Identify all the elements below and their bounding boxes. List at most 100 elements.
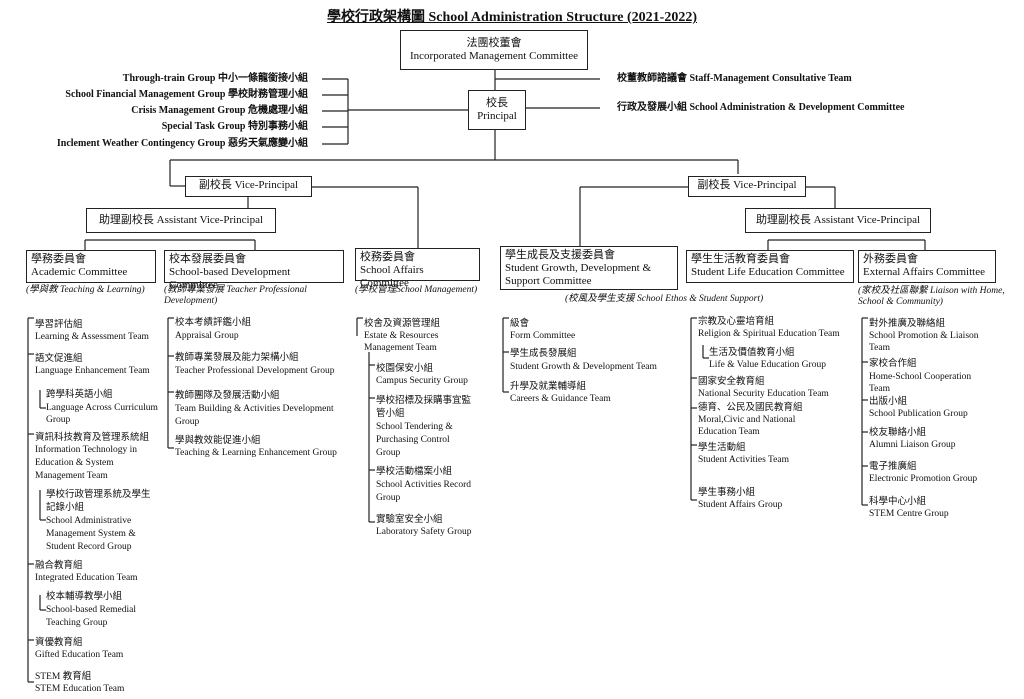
group-through-train: Through-train Group 中小一條龍銜接小組	[122, 73, 308, 84]
list-item: 校舍及資源管理組	[364, 319, 441, 329]
list-item: School Activities Record	[376, 480, 471, 490]
vice-principal-left: 副校長 Vice-Principal	[185, 176, 312, 197]
list-item: STEM 教育組	[35, 672, 92, 682]
list-item: 學習評估組	[35, 320, 83, 330]
assistant-vp-left: 助理副校長 Assistant Vice-Principal	[86, 208, 276, 233]
list-item: 跨學科英語小組	[46, 390, 113, 400]
note-external: (家校及社區聯繫 Liaison with Home, School & Com…	[858, 286, 1005, 307]
group-special-task: Special Task Group 特別事務小組	[161, 121, 308, 132]
list-item: School Publication Group	[869, 409, 968, 419]
note-student-growth: (校風及學生支援 School Ethos & Student Support)	[565, 294, 764, 304]
list-item: Alumni Liaison Group	[869, 440, 956, 450]
list-item: Integrated Education Team	[35, 573, 138, 583]
committee-zh: 校本發展委員會	[169, 253, 246, 265]
list-item: Group	[376, 493, 401, 503]
group-staff-management: 校董教師諮議會 Staff-Management Consultative Te…	[617, 73, 852, 84]
list-item: Appraisal Group	[175, 331, 239, 341]
list-item: 對外推廣及聯絡組	[869, 319, 946, 329]
group-admin-development: 行政及發展小組 School Administration & Developm…	[617, 102, 905, 113]
list-item: Education Team	[698, 427, 760, 437]
list-item: Management System &	[46, 529, 136, 539]
list-item: 升學及就業輔導組	[510, 382, 587, 392]
committee-zh: 學生成長及支援委員會	[505, 249, 615, 261]
list-item: Team Building & Activities Development	[175, 404, 334, 414]
list-item: Student Affairs Group	[698, 500, 783, 510]
committee-external-affairs: 外務委員會 External Affairs Committee	[858, 250, 996, 283]
list-item: 出版小組	[869, 397, 908, 407]
list-item: 科學中心小組	[869, 497, 927, 507]
list-item: 家校合作組	[869, 359, 917, 369]
committee-zh: 學生生活教育委員會	[691, 253, 790, 265]
principal-label-en: Principal	[477, 110, 517, 122]
list-item: School Administrative	[46, 516, 132, 526]
imc-label-zh: 法團校董會	[466, 37, 522, 49]
list-item: 學生事務小組	[698, 488, 756, 498]
list-item: Student Growth & Development Team	[510, 362, 657, 372]
list-item: 宗教及心靈培育組	[698, 317, 775, 327]
list-item: 管小組	[376, 409, 405, 419]
list-item: School-based Remedial	[46, 605, 136, 615]
group-crisis: Crisis Management Group 危機處理小組	[131, 105, 308, 116]
list-item: Teaching & Learning Enhancement Group	[175, 448, 337, 458]
list-item: 學生成長發展組	[510, 349, 577, 359]
group-financial: School Financial Management Group 學校財務管理…	[65, 89, 308, 100]
list-item: 教師專業發展及能力架構小組	[175, 353, 299, 363]
list-item: Electronic Promotion Group	[869, 474, 978, 484]
list-item: 教師團隊及發展活動小組	[175, 391, 280, 401]
list-item: 實驗室安全小組	[376, 515, 443, 525]
vice-principal-right: 副校長 Vice-Principal	[688, 176, 806, 197]
committee-academic: 學務委員會 Academic Committee	[26, 250, 156, 283]
list-item: 校本輔導教學小組	[46, 592, 123, 602]
list-item: 生活及價值教育小組	[709, 348, 795, 358]
note-academic: (學與教 Teaching & Learning)	[26, 285, 145, 295]
list-item: 級會	[510, 319, 530, 329]
list-item: 學與教效能促進小組	[175, 436, 261, 446]
list-item: School Promotion & Liaison	[869, 331, 979, 341]
list-item: 語文促進組	[35, 354, 83, 364]
list-item: 學生活動組	[698, 443, 746, 453]
list-item: 學校行政管理系統及學生	[46, 490, 151, 500]
list-item: Careers & Guidance Team	[510, 394, 611, 404]
list-item: Student Record Group	[46, 542, 132, 552]
list-item: Purchasing Control	[376, 435, 450, 445]
list-item: Language Across Curriculum	[46, 403, 158, 413]
list-item: Form Committee	[510, 331, 576, 341]
note-sbd: (教師專業發展 Teacher Professional Development…	[164, 285, 307, 306]
imc-box: 法團校董會 Incorporated Management Committee	[400, 30, 588, 70]
list-item: Learning & Assessment Team	[35, 332, 149, 342]
list-item: 資優教育組	[35, 638, 83, 648]
list-item: Home-School Cooperation	[869, 372, 972, 382]
list-item: Life & Value Education Group	[709, 360, 826, 370]
committee-student-growth: 學生成長及支援委員會 Student Growth, Development &…	[500, 246, 678, 290]
list-item: Student Activities Team	[698, 455, 789, 465]
list-item: Education & System	[35, 458, 114, 468]
list-item: 融合教育組	[35, 561, 83, 571]
list-item: Information Technology in	[35, 445, 138, 455]
principal-box: 校長 Principal	[468, 90, 526, 130]
list-item: Religion & Spiritual Education Team	[698, 329, 840, 339]
committee-zh: 外務委員會	[863, 253, 918, 265]
group-weather: Inclement Weather Contingency Group 惡劣天氣…	[56, 138, 308, 149]
list-item: 電子推廣組	[869, 462, 917, 472]
list-item: Management Team	[364, 343, 437, 353]
list-item: Team	[869, 384, 890, 394]
list-item: 校友聯絡小組	[869, 428, 927, 438]
list-item: 資訊科技教育及管理系統組	[35, 433, 150, 443]
note-school-affairs: (學校管理School Management)	[355, 285, 478, 295]
list-item: 校園保安小組	[376, 364, 434, 374]
list-item: Estate & Resources	[364, 331, 439, 341]
list-item: Team	[869, 343, 890, 353]
committee-school-affairs: 校務委員會 School Affairs Committee	[355, 248, 480, 289]
committee-en: Student Life Education Committee	[691, 266, 845, 278]
principal-label-zh: 校長	[486, 97, 508, 109]
committee-en: Student Growth, Development & Support Co…	[505, 262, 652, 287]
committee-en: External Affairs Committee	[863, 266, 985, 278]
committee-student-life: 學生生活教育委員會 Student Life Education Committ…	[686, 250, 854, 283]
committee-en: Academic Committee	[31, 266, 128, 278]
list-item: Group	[376, 448, 401, 458]
committee-school-based-dev: 校本發展委員會 School-based Development Committ…	[164, 250, 344, 291]
list-item: Laboratory Safety Group	[376, 527, 472, 537]
list-item: Language Enhancement Team	[35, 366, 150, 376]
list-item: Gifted Education Team	[35, 650, 124, 660]
